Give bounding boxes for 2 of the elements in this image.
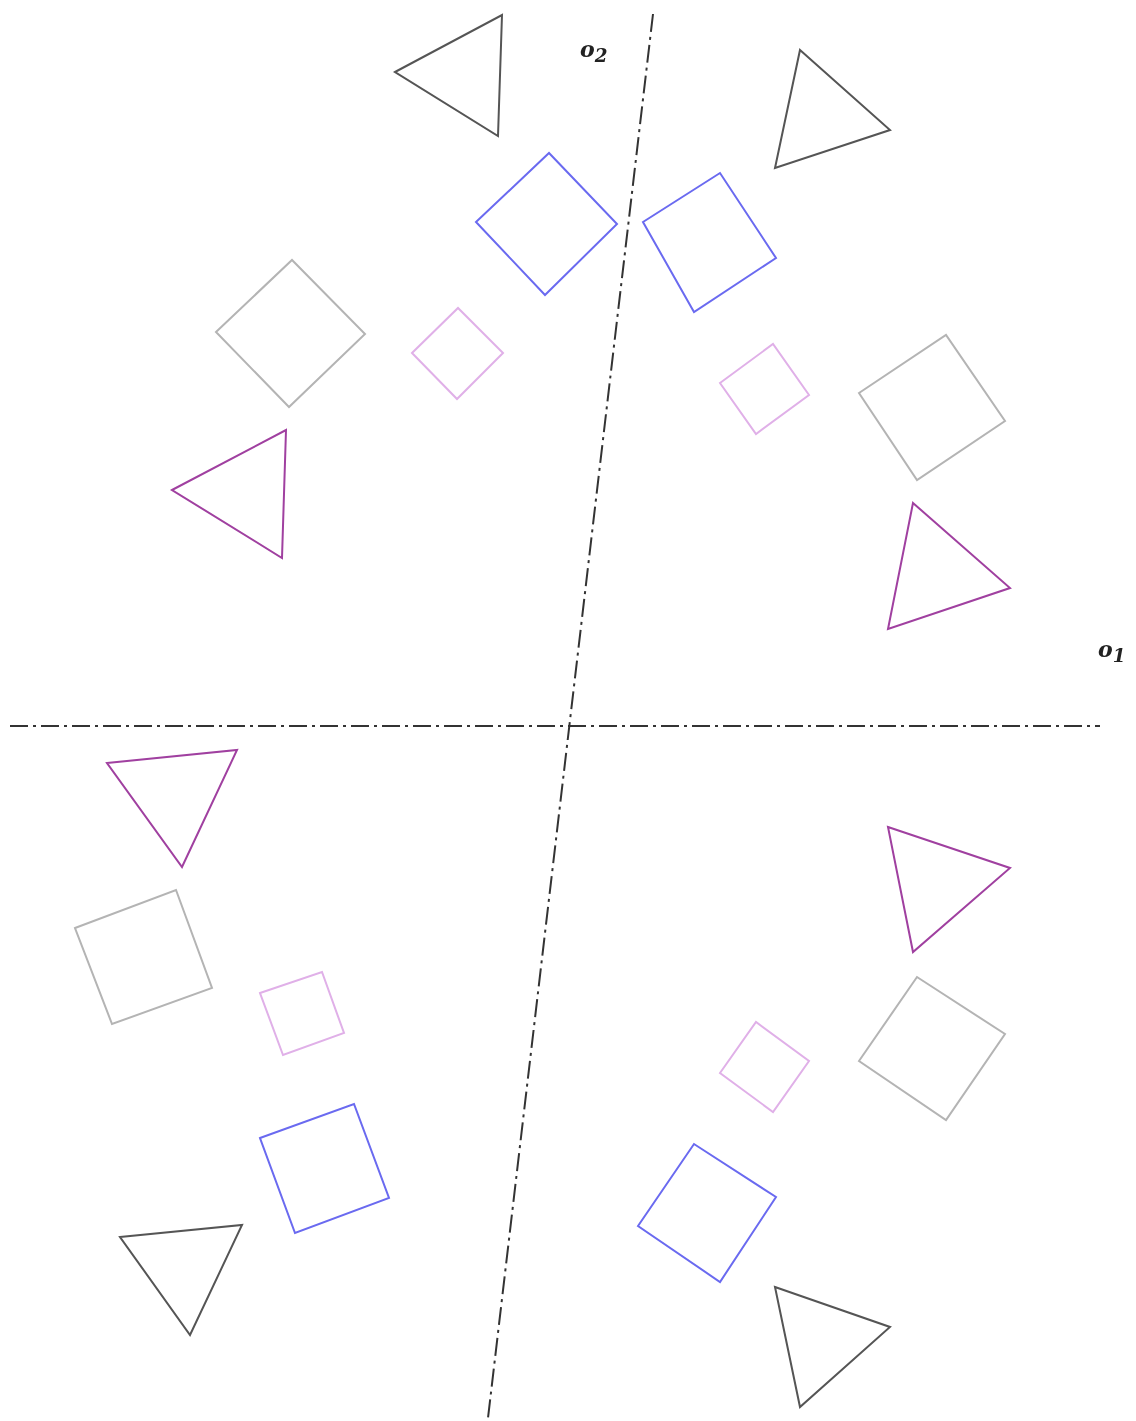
- axis-label: o$_{2}$: [580, 38, 608, 66]
- axis-label: o$_{1}$: [1098, 638, 1126, 666]
